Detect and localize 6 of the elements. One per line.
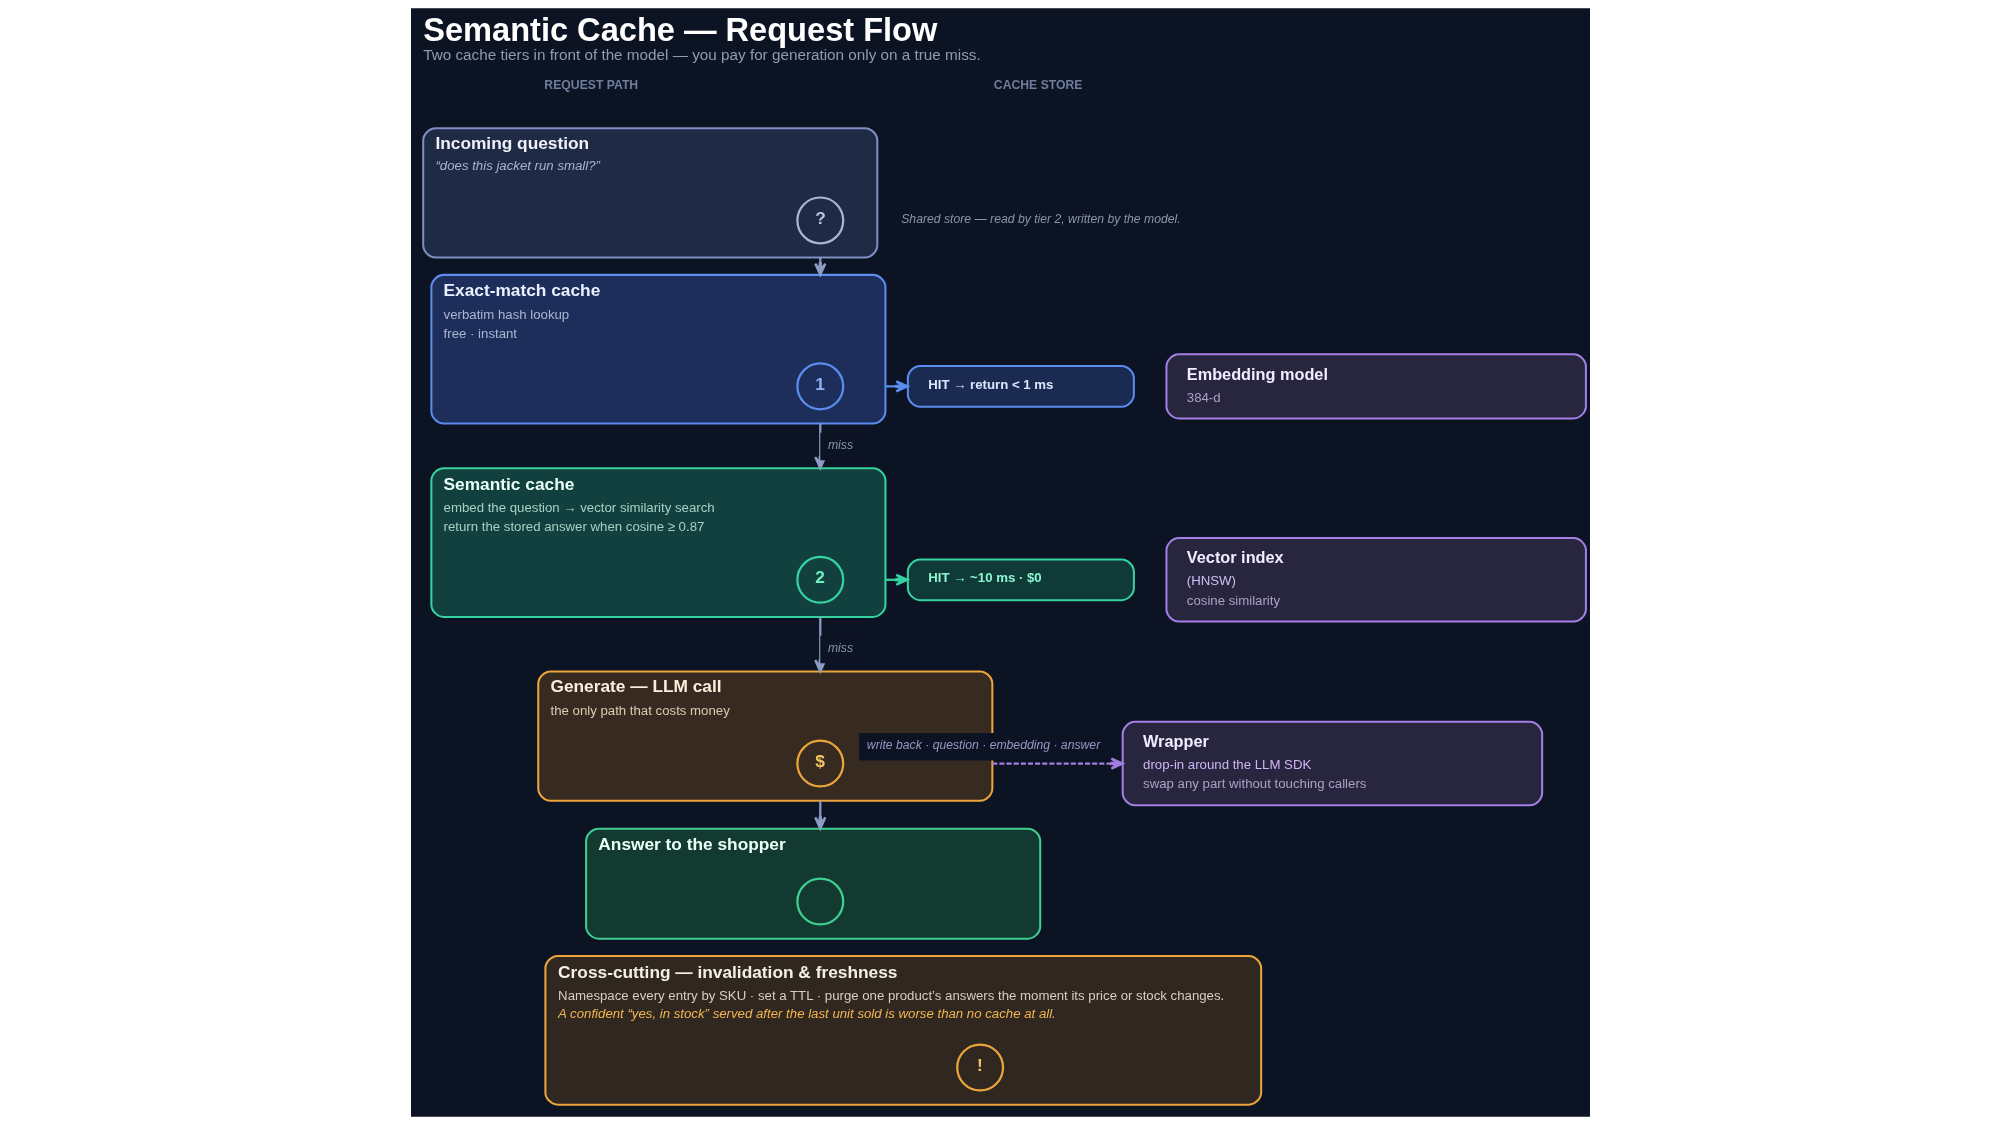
edge-label: miss bbox=[827, 438, 853, 453]
label: Shared store — read by tier 2, written by the model. bbox=[900, 211, 1181, 226]
label: CACHE STORE bbox=[993, 77, 1082, 92]
label: REQUEST PATH bbox=[543, 77, 638, 92]
diagram-title: Semantic Cache — Request Flow bbox=[422, 12, 937, 49]
edge-label: miss bbox=[827, 641, 853, 656]
